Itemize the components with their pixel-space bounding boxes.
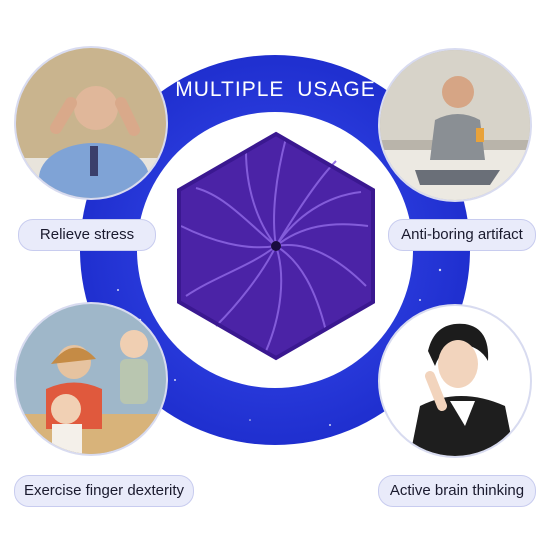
usage-label-finger-dexterity: Exercise finger dexterity (14, 475, 194, 507)
children-playing-photo (14, 302, 168, 456)
hexagon-fidget-product (177, 131, 375, 361)
thinking-woman-photo (378, 304, 532, 458)
usage-label-anti-boring: Anti-boring artifact (388, 219, 536, 251)
relaxed-man-photo (378, 48, 532, 202)
usage-label-brain-thinking: Active brain thinking (378, 475, 536, 507)
page-title: MULTIPLE USAGE (175, 78, 376, 101)
usage-label-relieve-stress: Relieve stress (18, 219, 156, 251)
stressed-man-photo (14, 46, 168, 200)
